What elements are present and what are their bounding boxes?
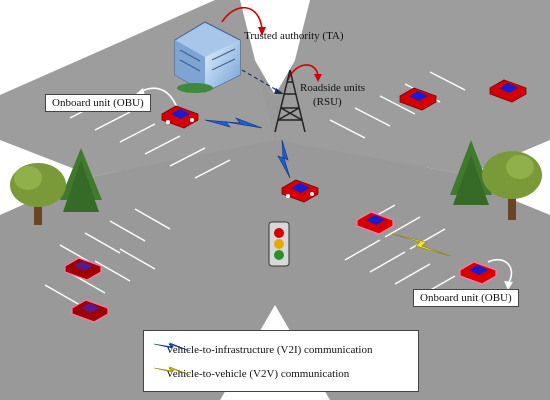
obu-label-top: Onboard unit (OBU) bbox=[45, 94, 151, 112]
radio-tower-icon bbox=[274, 69, 306, 133]
car-icon bbox=[399, 87, 437, 111]
tree-icon bbox=[482, 151, 542, 220]
v2i-bolt-icon bbox=[277, 139, 291, 179]
car-icon bbox=[64, 257, 102, 281]
car-icon bbox=[489, 79, 527, 103]
tree-icon bbox=[60, 148, 102, 212]
rsu-label-line1: Roadside units bbox=[300, 82, 366, 94]
legend: Vehicle-to-infrastructure (V2I) communic… bbox=[143, 330, 419, 392]
v2v-bolt-icon bbox=[391, 233, 451, 257]
ta-rsu-link bbox=[241, 69, 281, 93]
ta-pointer-arrow bbox=[221, 6, 263, 29]
tree-icon bbox=[450, 140, 492, 205]
obu-top-pointer-arrow bbox=[139, 87, 179, 111]
v2v-bolt-icon bbox=[153, 366, 191, 376]
car-icon bbox=[161, 105, 199, 129]
traffic-light-icon bbox=[268, 221, 290, 267]
legend-item-v2v: Vehicle-to-vehicle (V2V) communication bbox=[152, 364, 349, 384]
legend-label-v2i: Vehicle-to-infrastructure (V2I) communic… bbox=[166, 344, 373, 356]
car-icon bbox=[71, 299, 109, 323]
tree-icon bbox=[10, 163, 66, 225]
rsu-label-line2: (RSU) bbox=[313, 96, 342, 108]
rsu-pointer-arrow bbox=[287, 64, 319, 81]
lane-markings bbox=[44, 71, 466, 306]
obu-label-bottom: Onboard unit (OBU) bbox=[413, 289, 519, 307]
v2i-bolt-icon bbox=[204, 117, 263, 129]
ta-label: Trusted authority (TA) bbox=[244, 30, 344, 42]
car-icon bbox=[459, 261, 497, 285]
legend-label-v2v: Vehicle-to-vehicle (V2V) communication bbox=[166, 368, 350, 380]
car-icon bbox=[281, 179, 319, 203]
off-road-areas bbox=[0, 0, 550, 215]
arrow-head-icon bbox=[258, 27, 266, 36]
legend-item-v2i: Vehicle-to-infrastructure (V2I) communic… bbox=[152, 340, 372, 360]
office-building-icon bbox=[174, 21, 241, 93]
obu-bottom-pointer-arrow bbox=[487, 259, 513, 285]
car-icon bbox=[356, 211, 394, 235]
v2i-bolt-icon bbox=[153, 342, 191, 352]
